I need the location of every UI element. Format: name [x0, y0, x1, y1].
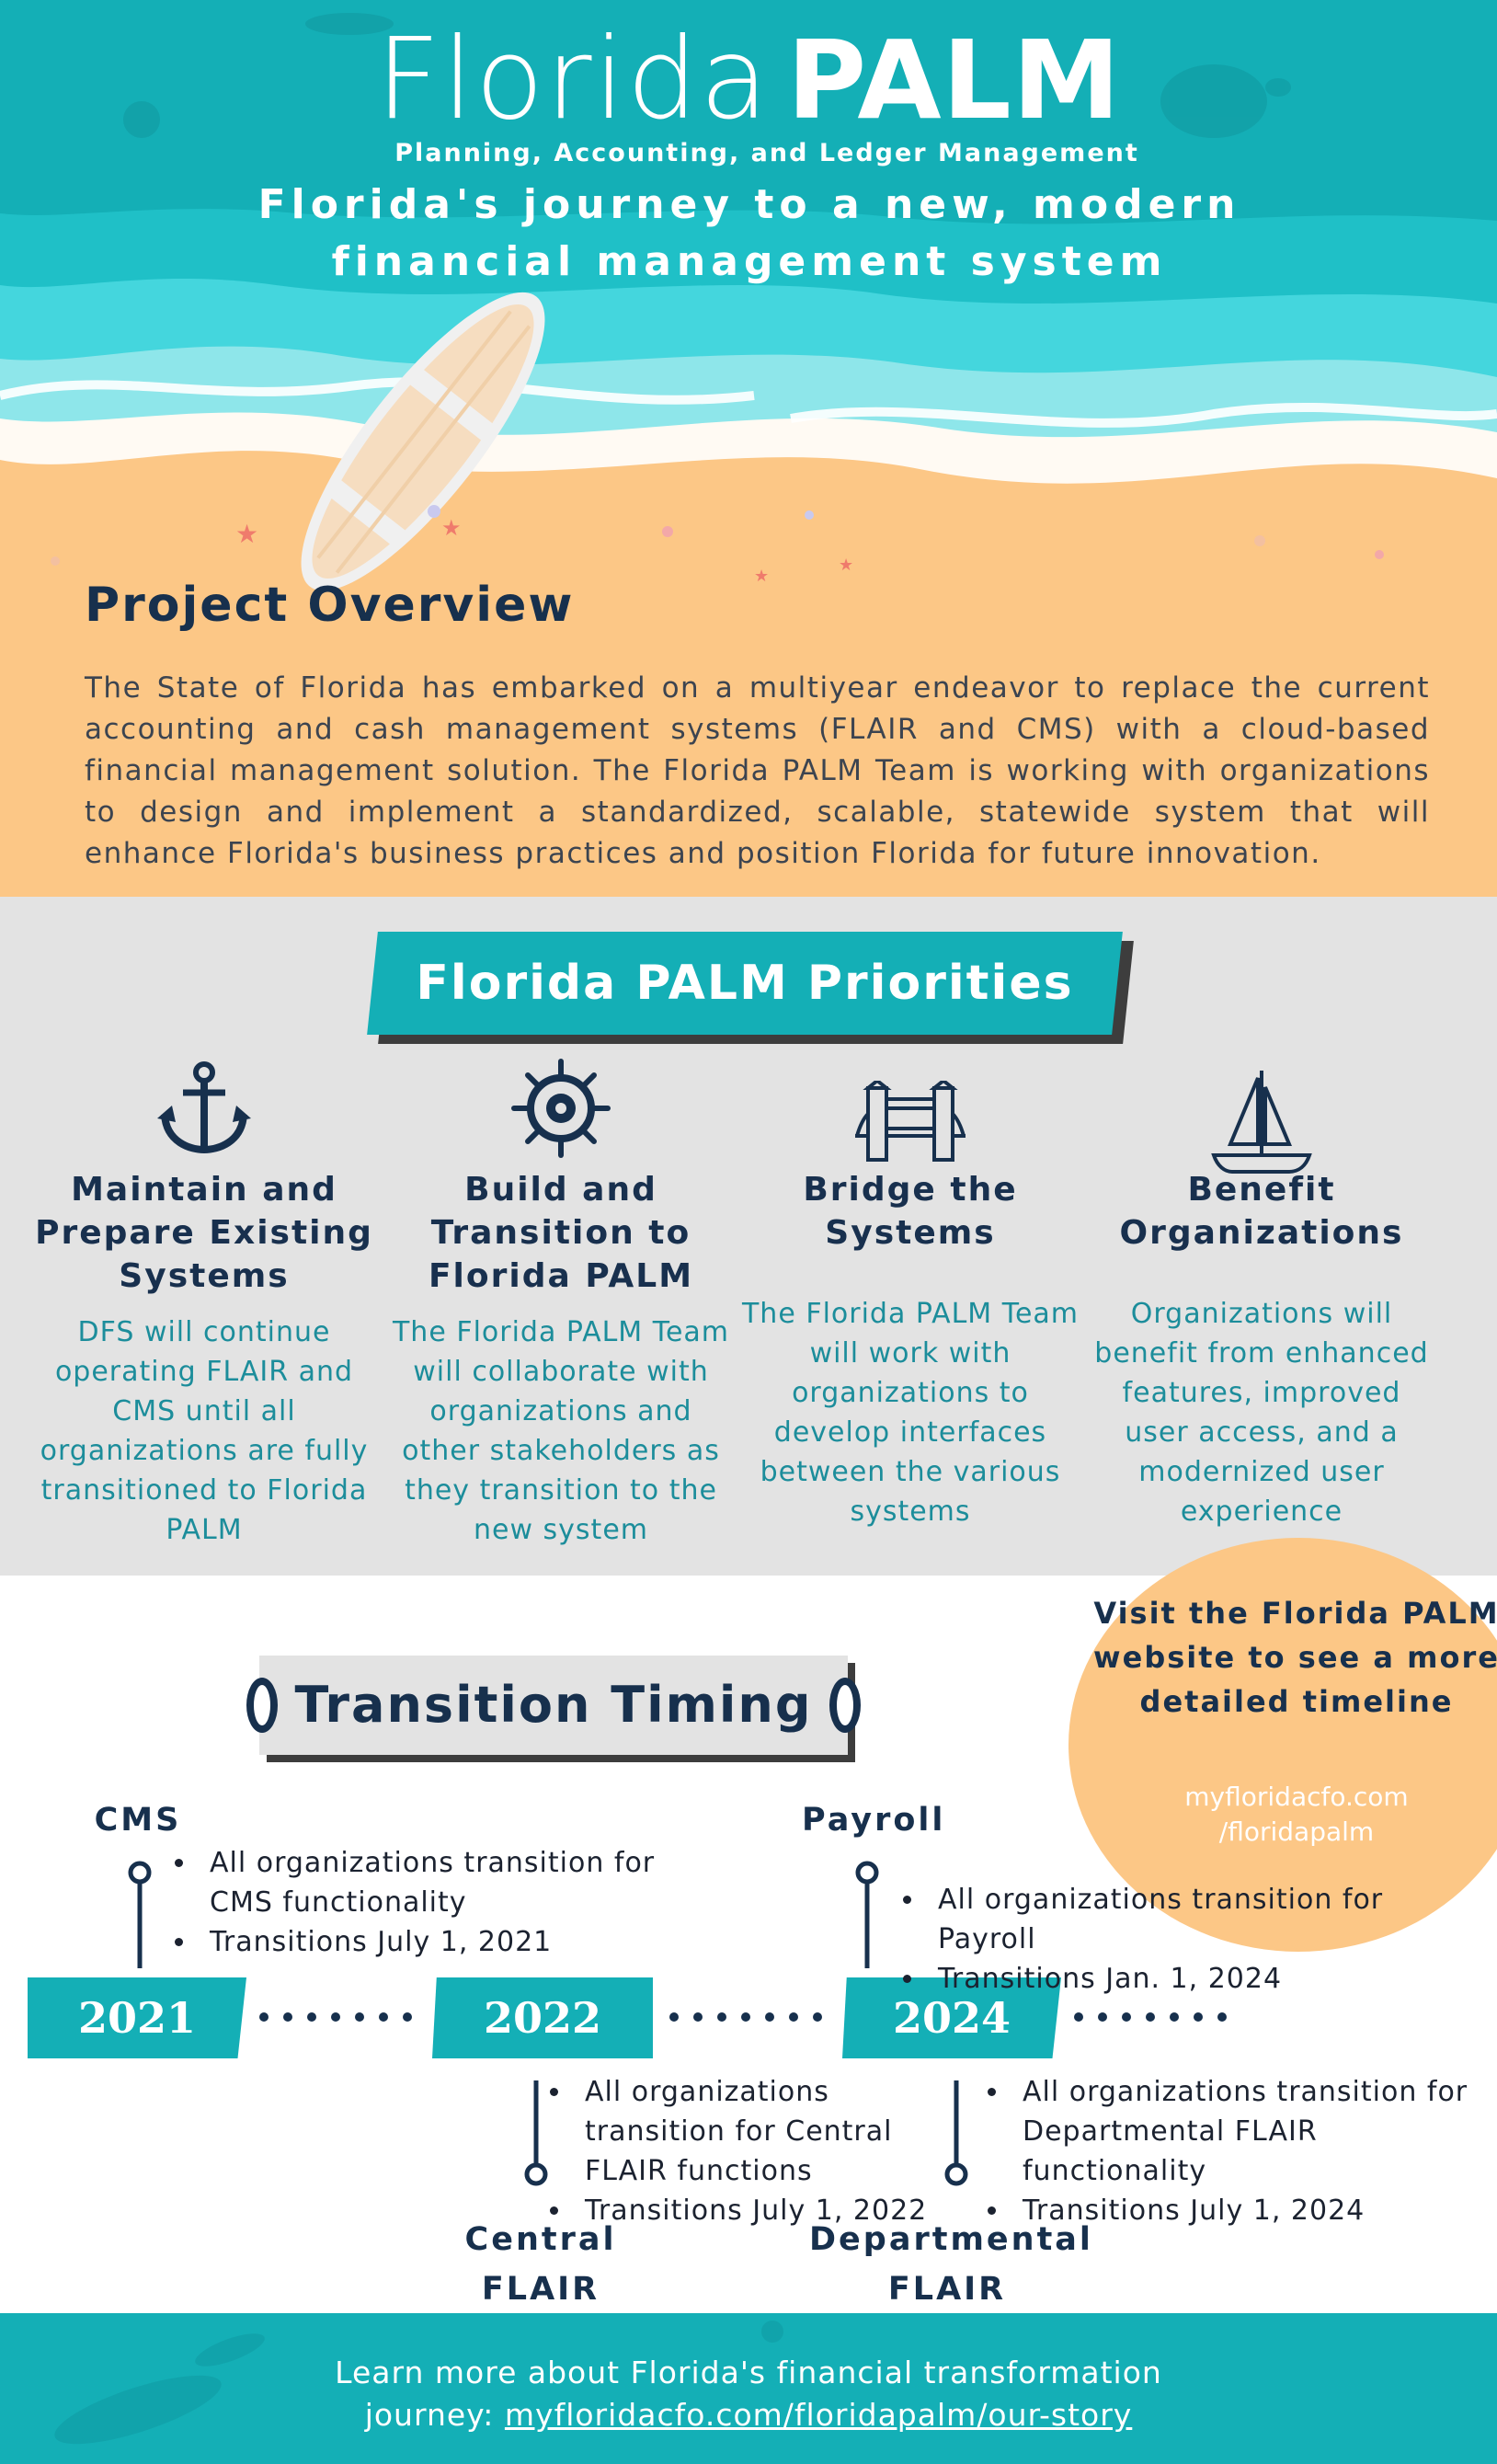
timeline-dots [1074, 2006, 1227, 2028]
bridge-icon [855, 1081, 966, 1162]
milestone-label-departmental: Departmental FLAIR [809, 2215, 1093, 2314]
priority-title: Build and Transition to Florida PALM [428, 1170, 694, 1295]
priority-title: Benefit Organizations [1119, 1171, 1404, 1252]
priority-description: DFS will continue operating FLAIR and CM… [40, 1316, 369, 1546]
list-item: All organizations transition for CMS fun… [167, 1843, 682, 1922]
list-item: All organizations transition for Central… [543, 2072, 947, 2191]
milestone-pin-icon [855, 1861, 879, 1968]
priority-description: The Florida PALM Team will collaborate w… [392, 1316, 730, 1546]
priority-description: Organizations will benefit from enhanced… [1094, 1298, 1429, 1528]
priority-card-maintain: Maintain and Prepare Existing Systems DF… [29, 1053, 379, 1550]
milestone-pin-icon [944, 2080, 968, 2186]
svg-text:★: ★ [839, 556, 853, 575]
footer-line: journey: myfloridacfo.com/floridapalm/ou… [0, 2394, 1497, 2436]
timeline-dots [259, 2006, 412, 2028]
milestone-bullets-central: All organizations transition for Central… [543, 2072, 947, 2230]
priority-card-bridge: Bridge the Systems The Florida PALM Team… [736, 1053, 1085, 1531]
timeline-dots [669, 2006, 822, 2028]
footer-line: Learn more about Florida's financial tra… [335, 2355, 1162, 2390]
transition-timing-banner: Transition Timing [246, 1656, 861, 1762]
ocean-beach-illustration: ★ ★ ★ ★ [0, 0, 1497, 897]
milestone-label-cms: CMS [94, 1802, 182, 1839]
milestone-label-line: FLAIR [887, 2271, 1007, 2308]
priority-title: Maintain and Prepare Existing Systems [35, 1170, 373, 1295]
hero-banner: ★ ★ ★ ★ Florida PALM Planning, Accountin… [0, 0, 1497, 897]
list-item: All organizations transition for Payroll [896, 1880, 1484, 1959]
milestone-pin-icon [524, 2080, 548, 2186]
priority-description: The Florida PALM Team will work with org… [741, 1298, 1080, 1528]
logo-subtitle: Planning, Accounting, and Ledger Managem… [394, 139, 1139, 167]
ship-wheel-icon [511, 1059, 611, 1158]
sailboat-icon [1211, 1071, 1312, 1174]
visit-website-text: Visit the Florida PALM website to see a … [1093, 1596, 1497, 1719]
footer-sea-creatures-illustration [54, 2321, 783, 2445]
priorities-section: Florida PALM Priorities Maintain and Pre… [0, 897, 1497, 1576]
priorities-banner: Florida PALM Priorities [367, 932, 1134, 1044]
footer-text: Learn more about Florida's financial tra… [0, 2352, 1497, 2436]
milestone-label-line: Central [464, 2221, 617, 2258]
ticket-notch-left [246, 1678, 278, 1733]
milestone-bullets-payroll: All organizations transition for Payroll… [896, 1880, 1484, 1999]
list-item: Transitions July 1, 2022 [543, 2191, 947, 2230]
list-item: Transitions Jan. 1, 2024 [896, 1959, 1484, 1999]
list-item: Transitions July 1, 2021 [167, 1922, 682, 1962]
anchor-icon [157, 1061, 251, 1154]
milestone-bullets-departmental: All organizations transition for Departm… [980, 2072, 1486, 2230]
year-2022: 2022 [432, 1977, 653, 2058]
list-item: Transitions July 1, 2024 [980, 2191, 1486, 2230]
visit-website-circle [1068, 1538, 1497, 1952]
priority-card-benefit: Benefit Organizations Organizations will… [1087, 1053, 1436, 1531]
logo-florida-text: Florida [375, 14, 771, 144]
year-2021: 2021 [28, 1977, 246, 2058]
footer: Learn more about Florida's financial tra… [0, 2313, 1497, 2464]
overview-text: The State of Florida has embarked on a m… [85, 671, 1430, 870]
year-2024: 2024 [842, 1977, 1061, 2058]
list-item: All organizations transition for Departm… [980, 2072, 1486, 2191]
milestone-pin-icon [128, 1861, 152, 1968]
milestone-label-line: Departmental [809, 2221, 1093, 2258]
banner-fill [259, 1656, 848, 1755]
footer-prefix: journey: [364, 2397, 505, 2433]
priorities-title: Florida PALM Priorities [416, 956, 1074, 1011]
florida-palm-logo: Florida PALM Planning, Accounting, and L… [0, 23, 1497, 167]
svg-text:★: ★ [441, 515, 462, 541]
visit-website-link[interactable]: myfloridacfo.com /floridapalm [1184, 1782, 1409, 1847]
svg-text:★: ★ [235, 519, 258, 549]
milestone-label-central: Central FLAIR [449, 2215, 633, 2314]
page-tagline: Florida's journey to a new, modern finan… [257, 181, 1241, 285]
milestone-label-payroll: Payroll [802, 1802, 946, 1839]
logo-palm-text: PALM [786, 17, 1122, 143]
our-story-link[interactable]: myfloridacfo.com/floridapalm/our-story [504, 2397, 1133, 2433]
ticket-notch-right [829, 1678, 861, 1733]
priority-title: Bridge the Systems [803, 1171, 1018, 1252]
rowboat-illustration [301, 292, 545, 591]
transition-timing-title: Transition Timing [294, 1676, 813, 1734]
svg-text:★: ★ [754, 567, 769, 586]
overview-title: Project Overview [85, 578, 575, 633]
milestone-bullets-cms: All organizations transition for CMS fun… [167, 1843, 682, 1962]
priority-card-build: Build and Transition to Florida PALM The… [386, 1053, 736, 1550]
milestone-label-line: FLAIR [481, 2271, 600, 2308]
